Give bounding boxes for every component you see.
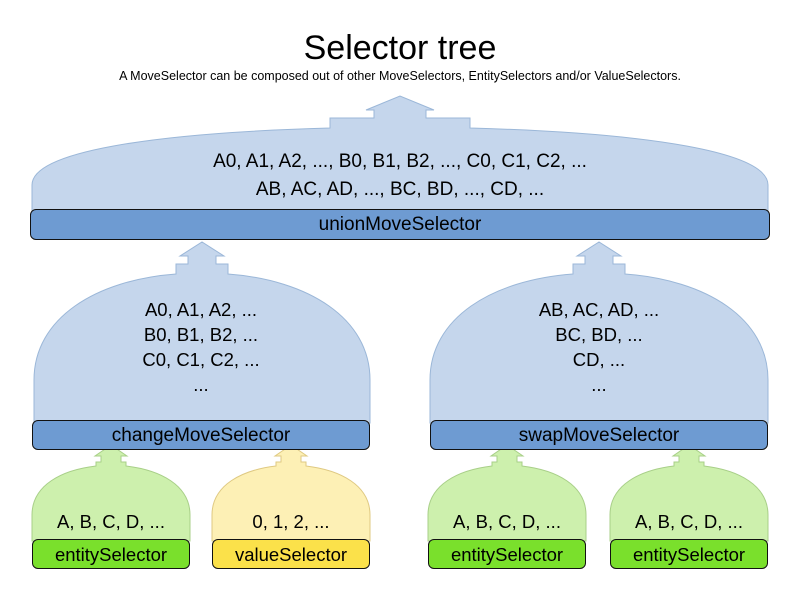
- page-title: Selector tree: [303, 29, 497, 67]
- change-item-0: A0, A1, A2, ...: [144, 299, 258, 320]
- change-item-1: B0, B1, B2, ...: [143, 324, 259, 345]
- node-union-move-selector[interactable]: A0, A1, A2, ..., B0, B1, B2, ..., C0, C1…: [30, 140, 770, 240]
- node-entity-selector-swap-right[interactable]: A, B, C, D, ... entitySelector: [610, 509, 768, 569]
- entity-selector-swap-right-items: A, B, C, D, ...: [610, 509, 768, 534]
- entity-selector-change-items: A, B, C, D, ...: [32, 509, 190, 534]
- swap-move-selector-bar[interactable]: swapMoveSelector: [430, 420, 768, 450]
- entity-selector-change-bar[interactable]: entitySelector: [32, 539, 190, 569]
- entity-selector-swap-left-funnel-shape: [427, 444, 587, 542]
- swap-item-1: BC, BD, ...: [555, 324, 643, 345]
- union-move-selector-items: A0, A1, A2, ..., B0, B1, B2, ..., C0, C1…: [30, 148, 770, 204]
- node-value-selector[interactable]: 0, 1, 2, ... valueSelector: [212, 509, 370, 569]
- node-entity-selector-change[interactable]: A, B, C, D, ... entitySelector: [32, 509, 190, 569]
- union-funnel-shape: [31, 95, 769, 212]
- change-item-3: ...: [193, 374, 209, 395]
- swap-item-0: AB, AC, AD, ...: [538, 299, 660, 320]
- union-move-selector-bar[interactable]: unionMoveSelector: [30, 209, 770, 240]
- union-item-1: AB, AC, AD, ..., BC, BD, ..., CD, ...: [255, 179, 545, 200]
- change-item-2: C0, C1, C2, ...: [142, 349, 260, 370]
- swap-funnel-shape: [429, 241, 769, 424]
- value-selector-funnel-shape: [211, 444, 371, 542]
- entity-selector-swap-left-bar[interactable]: entitySelector: [428, 539, 586, 569]
- value-selector-item-0: 0, 1, 2, ...: [252, 511, 330, 532]
- change-move-selector-items: A0, A1, A2, ... B0, B1, B2, ... C0, C1, …: [32, 297, 370, 397]
- change-move-selector-bar[interactable]: changeMoveSelector: [32, 420, 370, 450]
- entity-selector-change-item-0: A, B, C, D, ...: [57, 511, 165, 532]
- node-change-move-selector[interactable]: A0, A1, A2, ... B0, B1, B2, ... C0, C1, …: [32, 297, 370, 450]
- change-funnel-shape: [33, 241, 371, 424]
- entity-selector-swap-left-item-0: A, B, C, D, ...: [453, 511, 561, 532]
- page-subtitle: A MoveSelector can be composed out of ot…: [119, 69, 681, 83]
- node-entity-selector-swap-left[interactable]: A, B, C, D, ... entitySelector: [428, 509, 586, 569]
- union-item-0: A0, A1, A2, ..., B0, B1, B2, ..., C0, C1…: [213, 151, 587, 172]
- value-selector-bar[interactable]: valueSelector: [212, 539, 370, 569]
- node-swap-move-selector[interactable]: AB, AC, AD, ... BC, BD, ... CD, ... ... …: [430, 297, 768, 450]
- entity-selector-swap-right-item-0: A, B, C, D, ...: [635, 511, 743, 532]
- swap-move-selector-items: AB, AC, AD, ... BC, BD, ... CD, ... ...: [430, 297, 768, 397]
- value-selector-items: 0, 1, 2, ...: [212, 509, 370, 534]
- entity-selector-swap-right-bar[interactable]: entitySelector: [610, 539, 768, 569]
- swap-item-3: ...: [591, 374, 607, 395]
- swap-item-2: CD, ...: [572, 349, 626, 370]
- entity-selector-swap-left-items: A, B, C, D, ...: [428, 509, 586, 534]
- entity-selector-swap-right-funnel-shape: [609, 444, 769, 542]
- entity-selector-change-funnel-shape: [31, 444, 191, 542]
